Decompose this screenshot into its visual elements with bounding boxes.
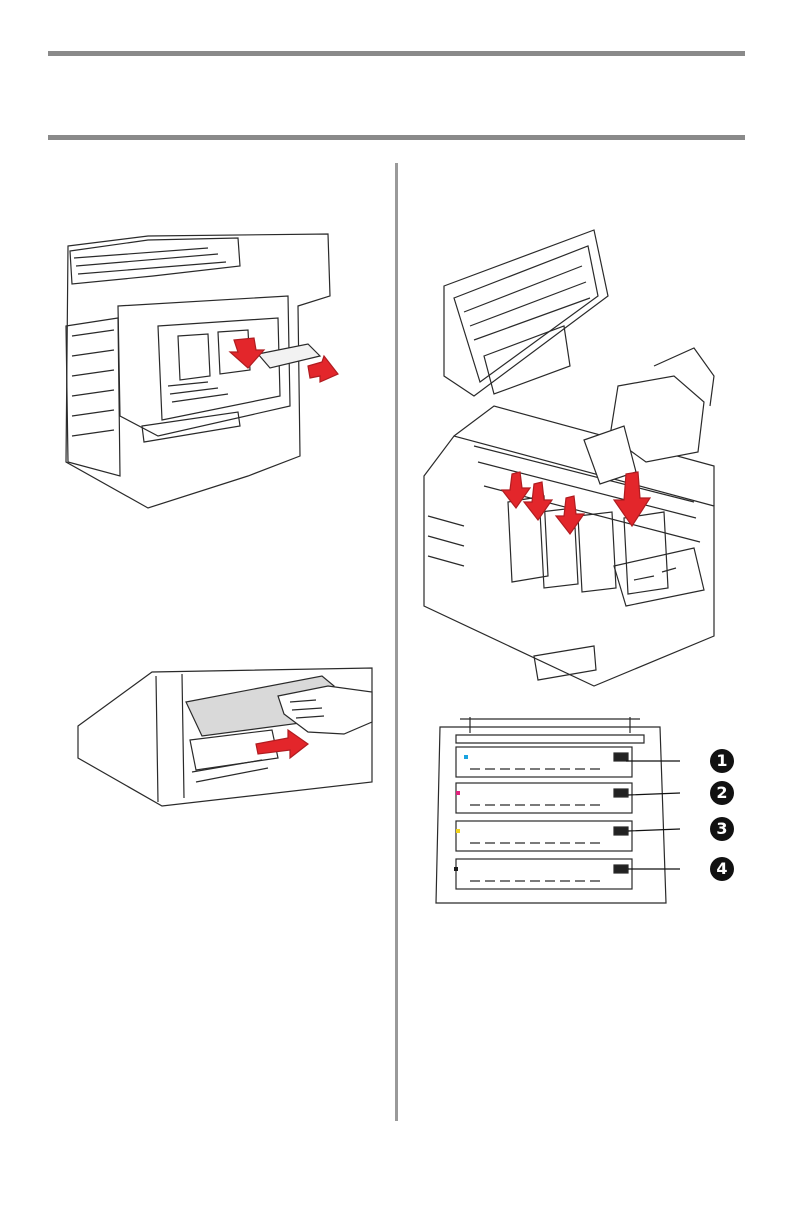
black-marker [454, 867, 458, 871]
section-rule [48, 135, 745, 140]
magenta-marker [456, 791, 460, 795]
printer-top-open-drum-insert-illustration [414, 226, 724, 694]
yellow-marker [456, 829, 460, 833]
callout-2: 2 [710, 781, 734, 805]
drum-cartridge-order-illustration [430, 713, 680, 913]
right-arrow-icon [308, 356, 338, 382]
callout-4: 4 [710, 857, 734, 881]
callout-1: 1 [710, 749, 734, 773]
callout-3: 3 [710, 817, 734, 841]
cyan-marker [464, 755, 468, 759]
column-divider [395, 163, 398, 1121]
printer-rear-exit-illustration [58, 226, 342, 510]
hand-pulling-paper-illustration [72, 662, 377, 810]
top-rule [48, 51, 745, 56]
